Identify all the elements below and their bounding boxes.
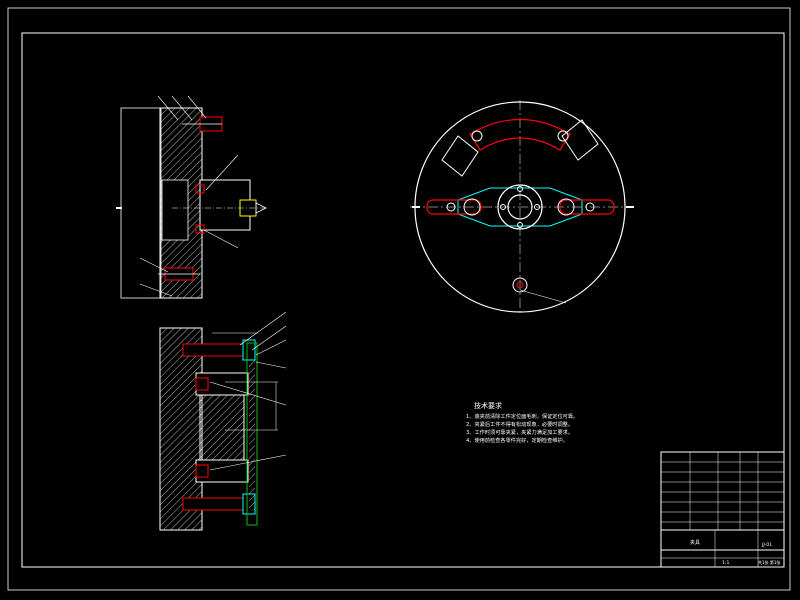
- lower-leader-1: [239, 311, 287, 346]
- title-block-drawing-no: JJ-01: [761, 542, 772, 548]
- left-support: [463, 198, 481, 216]
- sheet-border: [7, 7, 791, 591]
- plan-leader: [519, 289, 567, 304]
- side-section-view-bottom: [159, 311, 287, 531]
- lower-right-column-hatch: [249, 360, 255, 510]
- lower-leader-6: [209, 454, 287, 471]
- title-block-grid: [661, 452, 784, 567]
- leader-3: [187, 95, 207, 119]
- left-strap-bolt: [446, 202, 456, 212]
- pin-lower: [195, 224, 205, 234]
- plan-view: [410, 100, 634, 313]
- left-strap-clamp: [426, 199, 482, 215]
- locating-pin-bottom-inner: [516, 281, 524, 289]
- leader-1: [157, 95, 179, 121]
- corner-block-left: [441, 135, 479, 177]
- leader-4: [205, 154, 239, 191]
- workpiece-hub: [497, 184, 543, 230]
- notes-line-3: 3、工作时须可靠夹紧，夹紧力满足加工要求。: [466, 428, 573, 436]
- title-block-sheet: 共1张 第1张: [758, 559, 780, 565]
- leader-5: [203, 229, 239, 249]
- hub-hole-bottom: [517, 222, 523, 228]
- lower-leader-5: [209, 381, 287, 406]
- hub-hole-top: [517, 186, 523, 192]
- lower-clamp-pin-1: [195, 377, 209, 391]
- title-block-drawing-name: 夹具: [690, 539, 700, 546]
- lower-leader-2: [251, 325, 287, 351]
- title-block-scale: 1:1: [722, 560, 729, 566]
- right-support: [557, 198, 575, 216]
- right-strap-bolt: [585, 202, 595, 212]
- corner-block-right: [561, 119, 599, 161]
- base-cavity: [161, 179, 189, 241]
- lower-clamp-block-bottom: [195, 459, 249, 483]
- upper-arc-bolt-right: [557, 130, 569, 142]
- upper-arc-bolt-left: [471, 130, 483, 142]
- leader-6: [139, 257, 169, 273]
- screw-tip: [255, 202, 267, 214]
- locating-pin-bottom: [512, 277, 528, 293]
- workpiece-bore: [507, 194, 533, 220]
- title-block: 夹具 JJ-01 1:1 共1张 第1张: [660, 451, 785, 568]
- notes-title: 技术要求: [474, 401, 502, 410]
- lower-clamp-column: [199, 394, 245, 461]
- notes-line-2: 2、夹紧后工件不得有松动现象，必要时调整。: [466, 420, 573, 428]
- notes-line-4: 4、使用前检查各零件完好，定期检查维护。: [466, 436, 568, 444]
- backing-plate-outline: [120, 107, 162, 299]
- lower-clamp-block-top: [195, 372, 249, 396]
- lower-right-column: [246, 342, 258, 526]
- upper-arc-clamp: [469, 119, 571, 151]
- lower-leader-3: [255, 339, 287, 356]
- notes-line-1: 1、装夹前清除工件定位面毛刺，保证定位可靠。: [466, 412, 578, 420]
- hub-hole-right: [534, 204, 540, 210]
- leader-2: [171, 95, 193, 121]
- lower-leader-4: [255, 361, 287, 369]
- title-block-frame: [660, 451, 785, 568]
- right-strap-clamp: [559, 199, 615, 215]
- pin-upper: [195, 184, 205, 194]
- lower-clamp-pin-2: [195, 464, 209, 478]
- leader-7: [139, 283, 173, 297]
- technical-notes: 技术要求 1、装夹前清除工件定位面毛刺，保证定位可靠。 2、夹紧后工件不得有松动…: [466, 401, 578, 444]
- drawing-frame: [21, 32, 785, 568]
- hub-hole-left: [500, 204, 506, 210]
- side-section-view-top: [116, 95, 268, 299]
